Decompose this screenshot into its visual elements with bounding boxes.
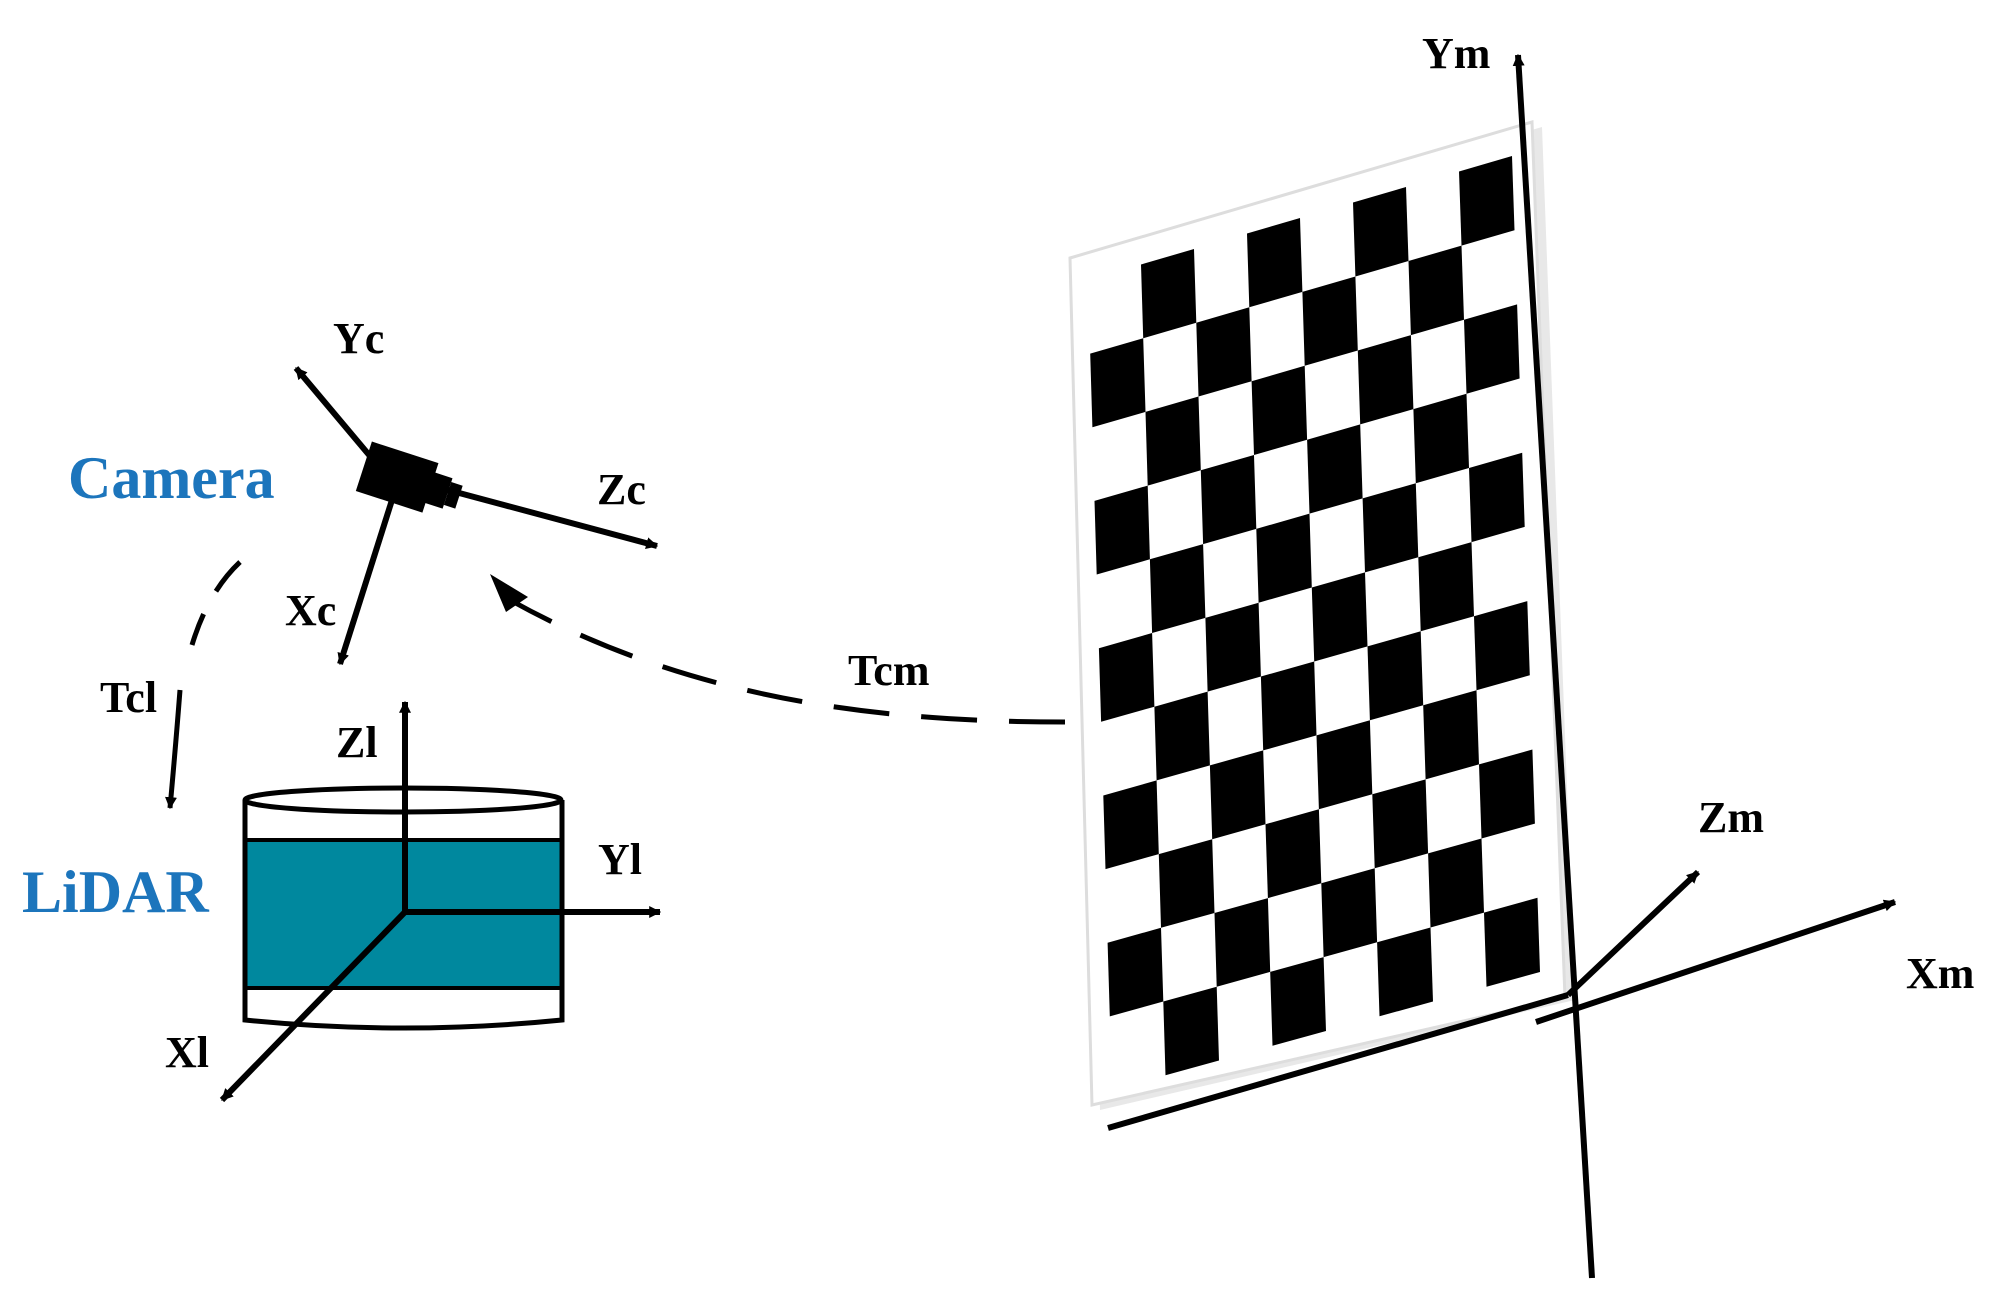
checker-square (1418, 542, 1474, 632)
checker-square (1377, 927, 1433, 1017)
xm-axis-label: Xm (1906, 949, 1974, 998)
checker-square (1428, 838, 1484, 928)
camera-label: Camera (68, 445, 275, 511)
checker-square (1479, 749, 1535, 839)
tcl-dashed-arc (189, 560, 242, 646)
zm-axis-label: Zm (1698, 793, 1764, 842)
checker-square (1145, 396, 1201, 486)
checker-square (1098, 633, 1155, 722)
tcm-label: Tcm (848, 646, 930, 695)
checker-square (1260, 661, 1317, 751)
checker-square (1372, 779, 1429, 869)
checker-square (1265, 809, 1322, 899)
checker-square (1103, 780, 1159, 870)
checker-square (1469, 452, 1525, 543)
tcl-arrow (165, 689, 183, 810)
checker-square (1149, 544, 1206, 633)
checker-square (1408, 245, 1464, 336)
checkerboard-icon (1090, 156, 1540, 1076)
xl-axis-label: Xl (165, 1028, 209, 1077)
checker-square (1163, 986, 1219, 1076)
xl-axis-line (219, 909, 408, 1103)
checker-square (1307, 424, 1363, 514)
checker-square (1107, 927, 1164, 1017)
checker-square (1209, 750, 1266, 840)
zl-axis-label: Zl (336, 718, 378, 767)
checker-square (1247, 218, 1303, 308)
checker-square (1196, 307, 1252, 397)
checker-square (1357, 335, 1414, 425)
checker-square (1094, 485, 1150, 575)
calibration-board (1068, 120, 1575, 1131)
checker-square (1270, 957, 1326, 1046)
checker-square (1459, 156, 1515, 246)
checker-square (1362, 483, 1419, 573)
xc-axis-line (337, 499, 395, 666)
checker-square (1311, 572, 1368, 662)
checker-square (1321, 868, 1378, 958)
checker-square (1158, 839, 1215, 928)
tcl-label: Tcl (100, 673, 157, 722)
yc-axis-label: Yc (333, 314, 384, 363)
board-bottom-edge (1107, 992, 1569, 1131)
lidar-frame: Zl Yl Xl LiDAR (22, 700, 662, 1103)
checker-square (1484, 897, 1540, 987)
checker-square (1413, 393, 1469, 484)
transform-tcl: Tcl (100, 560, 242, 810)
zc-axis-label: Zc (597, 465, 646, 514)
checker-square (1214, 898, 1271, 987)
checker-square (1474, 601, 1530, 691)
yc-axis-line (293, 366, 383, 470)
checker-square (1353, 187, 1409, 277)
zc-axis-line (447, 487, 659, 550)
ym-axis-line (1512, 53, 1595, 1279)
tcm-dashed-arc (508, 597, 1066, 725)
lidar-label: LiDAR (22, 859, 209, 925)
checker-square (1423, 690, 1479, 780)
checker-square (1205, 602, 1261, 692)
board-axes: Ym Xm Zm (1422, 29, 1974, 1279)
checker-square (1141, 249, 1197, 339)
checker-square (1316, 720, 1373, 810)
checker-square (1302, 276, 1358, 366)
checker-square (1251, 365, 1308, 455)
tcm-arrowhead (490, 574, 528, 612)
checker-square (1367, 631, 1424, 721)
xm-axis-line (1535, 899, 1897, 1025)
checker-square (1464, 304, 1520, 394)
zm-axis-line (1565, 869, 1701, 998)
checker-square (1090, 338, 1146, 428)
transform-tcm: Tcm (490, 574, 1066, 725)
lidar-body-outline (242, 800, 565, 1031)
checker-square (1154, 691, 1210, 781)
camera-frame: Yc Zc Xc Camera (68, 314, 659, 666)
ym-axis-label: Ym (1422, 29, 1490, 78)
xc-axis-label: Xc (285, 586, 336, 635)
yl-axis-label: Yl (598, 835, 642, 884)
checker-square (1256, 513, 1312, 603)
camera-icon (355, 441, 463, 513)
checker-square (1200, 455, 1257, 545)
